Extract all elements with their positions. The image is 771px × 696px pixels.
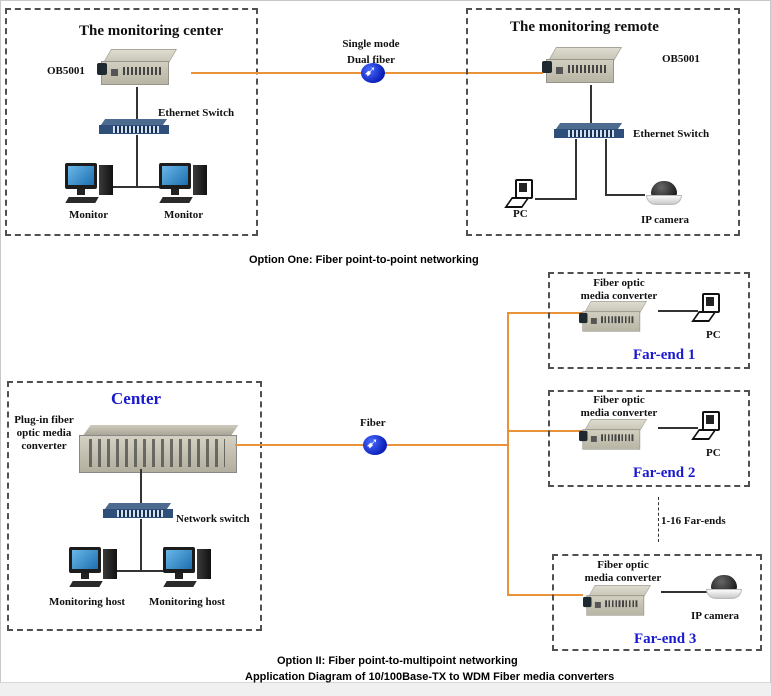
chassis-label-line2: optic media bbox=[16, 427, 72, 439]
remote-camera-label: IP camera bbox=[641, 214, 689, 226]
center-switch-trunk-wire bbox=[136, 135, 138, 187]
fiber-link-icon bbox=[361, 62, 385, 83]
far-end-2-box bbox=[548, 390, 750, 487]
center-switch-label: Ethernet Switch bbox=[158, 107, 235, 119]
far-end-2-converter-label-line2: media converter bbox=[580, 407, 658, 419]
far-end-range-divider bbox=[658, 497, 659, 542]
switch-trunk-wire bbox=[140, 519, 142, 571]
far-end-3-box bbox=[552, 554, 762, 651]
network-switch bbox=[103, 503, 173, 519]
center-media-converter bbox=[97, 49, 178, 87]
remote-pc-label: PC bbox=[513, 208, 528, 220]
far-end-2-converter-label-line1: Fiber optic bbox=[593, 394, 645, 406]
far-end-1-device-label: PC bbox=[706, 329, 721, 341]
far-end-3-wire bbox=[661, 591, 707, 593]
remote-media-converter bbox=[542, 47, 623, 85]
far-end-1-title: Far-end 1 bbox=[633, 347, 696, 363]
far-end-2-wire bbox=[658, 427, 698, 429]
far-end-3-title: Far-end 3 bbox=[634, 631, 697, 647]
chassis-label-line3: converter bbox=[21, 440, 67, 452]
far-end-3-converter-label-line2: media converter bbox=[584, 572, 662, 584]
remote-switch-pc-wire-v bbox=[575, 139, 577, 199]
monitor-label: Monitor bbox=[164, 209, 204, 221]
center-title: Center bbox=[111, 389, 162, 408]
monitor-computer-icon bbox=[65, 163, 117, 207]
monitoring-host-icon bbox=[69, 547, 121, 591]
monitoring-center-title: The monitoring center bbox=[79, 23, 224, 39]
remote-converter-switch-wire bbox=[590, 85, 592, 125]
fiber-label: Fiber bbox=[360, 417, 386, 429]
far-end-2-title: Far-end 2 bbox=[633, 465, 696, 481]
monitoring-remote-title: The monitoring remote bbox=[510, 19, 659, 35]
pc-icon bbox=[691, 293, 723, 323]
monitoring-host-label: Monitoring host bbox=[149, 596, 226, 608]
pc-icon bbox=[691, 411, 723, 441]
far-end-1-converter-label-line1: Fiber optic bbox=[593, 277, 645, 289]
monitor-label: Monitor bbox=[69, 209, 109, 221]
remote-switch-label: Ethernet Switch bbox=[633, 128, 710, 140]
chassis-switch-wire bbox=[140, 469, 142, 507]
far-end-3-device-label: IP camera bbox=[691, 610, 739, 622]
monitoring-remote-box bbox=[466, 8, 740, 236]
center-monitor-bus-wire bbox=[111, 186, 167, 188]
fiber-distribution-line bbox=[507, 312, 509, 596]
remote-switch-pc-wire-h bbox=[535, 198, 577, 200]
network-switch-label: Network switch bbox=[176, 513, 250, 525]
remote-ethernet-switch bbox=[554, 123, 624, 139]
far-end-1-converter-label-line2: media converter bbox=[580, 290, 658, 302]
plug-in-converter-chassis bbox=[79, 425, 239, 475]
center-converter-switch-wire bbox=[136, 87, 138, 121]
center-ob5001-label: OB5001 bbox=[47, 65, 85, 77]
fiber-branch-far-end-2 bbox=[507, 430, 583, 432]
far-end-1-media-converter bbox=[579, 301, 648, 333]
dual-fiber-label: Dual fiber bbox=[347, 54, 395, 66]
ip-camera-icon bbox=[646, 181, 682, 207]
far-end-1-box bbox=[548, 272, 750, 369]
fiber-link-icon bbox=[363, 434, 387, 455]
host-bus-wire bbox=[113, 570, 171, 572]
fiber-branch-far-end-1 bbox=[507, 312, 583, 314]
center-box bbox=[7, 381, 262, 631]
footer-caption: Application Diagram of 10/100Base-TX to … bbox=[245, 671, 615, 683]
single-mode-label: Single mode bbox=[342, 38, 400, 50]
ip-camera-icon bbox=[706, 575, 742, 601]
far-end-2-device-label: PC bbox=[706, 447, 721, 459]
far-end-3-media-converter bbox=[583, 585, 652, 617]
far-end-3-converter-label-line1: Fiber optic bbox=[597, 559, 649, 571]
center-ethernet-switch bbox=[99, 119, 169, 135]
remote-switch-camera-wire-v bbox=[605, 139, 607, 195]
option-two-caption: Option II: Fiber point-to-multipoint net… bbox=[277, 655, 518, 667]
remote-switch-camera-wire-h bbox=[605, 194, 645, 196]
monitor-computer-icon bbox=[159, 163, 211, 207]
far-end-2-media-converter bbox=[579, 419, 648, 451]
pc-icon bbox=[504, 179, 536, 209]
monitoring-host-label: Monitoring host bbox=[49, 596, 126, 608]
fiber-branch-far-end-3 bbox=[507, 594, 583, 596]
far-end-1-wire bbox=[658, 310, 698, 312]
monitoring-center-box bbox=[5, 8, 258, 236]
option-one-caption: Option One: Fiber point-to-point network… bbox=[249, 254, 479, 266]
monitoring-host-icon bbox=[163, 547, 215, 591]
far-end-range-note: 1-16 Far-ends bbox=[661, 515, 726, 527]
chassis-label-line1: Plug-in fiber bbox=[14, 414, 74, 426]
remote-ob5001-label: OB5001 bbox=[662, 53, 700, 65]
